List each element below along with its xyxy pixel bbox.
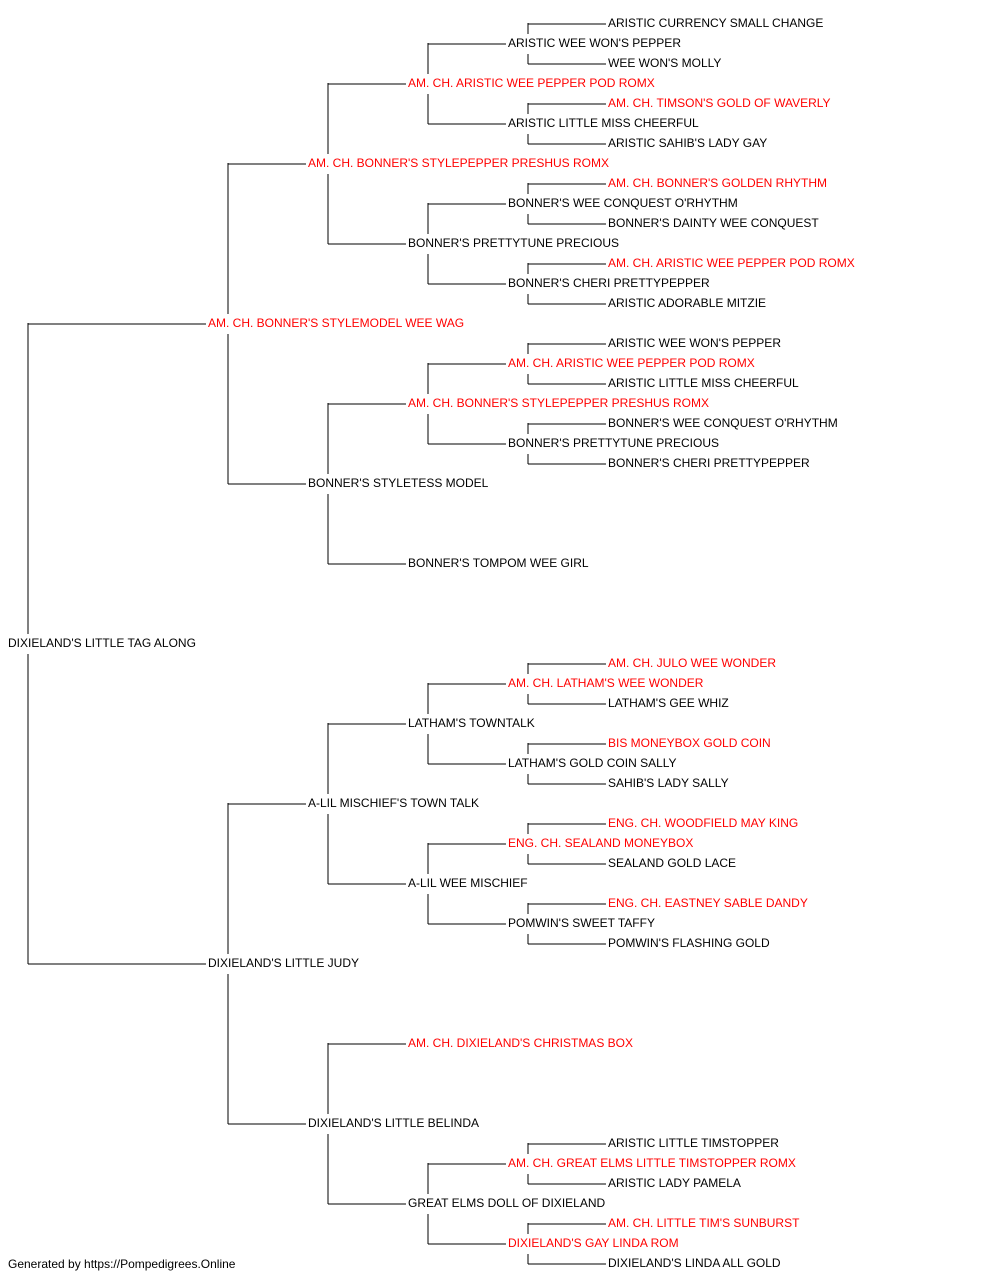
dog-name[interactable]: ARISTIC WEE WON'S PEPPER <box>608 336 781 350</box>
champion-dog-name[interactable]: ENG. CH. SEALAND MONEYBOX <box>508 836 693 850</box>
dog-name[interactable]: BONNER'S CHERI PRETTYPEPPER <box>508 276 710 290</box>
dog-name[interactable]: SAHIB'S LADY SALLY <box>608 776 729 790</box>
champion-dog-name[interactable]: AM. CH. ARISTIC WEE PEPPER POD ROMX <box>608 256 855 270</box>
dog-name[interactable]: ARISTIC ADORABLE MITZIE <box>608 296 766 310</box>
champion-dog-name[interactable]: AM. CH. BONNER'S STYLEPEPPER PRESHUS ROM… <box>408 396 709 410</box>
dog-name[interactable]: A-LIL WEE MISCHIEF <box>408 876 528 890</box>
champion-dog-name[interactable]: DIXIELAND'S GAY LINDA ROM <box>508 1236 679 1250</box>
dog-name[interactable]: BONNER'S DAINTY WEE CONQUEST <box>608 216 819 230</box>
dog-name[interactable]: BONNER'S WEE CONQUEST O'RHYTHM <box>508 196 738 210</box>
dog-name[interactable]: ARISTIC LITTLE TIMSTOPPER <box>608 1136 779 1150</box>
champion-dog-name[interactable]: ENG. CH. EASTNEY SABLE DANDY <box>608 896 808 910</box>
dog-name[interactable]: POMWIN'S FLASHING GOLD <box>608 936 770 950</box>
dog-name[interactable]: BONNER'S PRETTYTUNE PRECIOUS <box>508 436 719 450</box>
dog-name[interactable]: DIXIELAND'S LITTLE BELINDA <box>308 1116 479 1130</box>
dog-name[interactable]: ARISTIC LITTLE MISS CHEERFUL <box>608 376 799 390</box>
dog-name[interactable]: LATHAM'S TOWNTALK <box>408 716 535 730</box>
footer-credit: Generated by https://Pompedigrees.Online <box>8 1257 236 1271</box>
dog-name[interactable]: SEALAND GOLD LACE <box>608 856 736 870</box>
champion-dog-name[interactable]: AM. CH. ARISTIC WEE PEPPER POD ROMX <box>408 76 655 90</box>
champion-dog-name[interactable]: AM. CH. ARISTIC WEE PEPPER POD ROMX <box>508 356 755 370</box>
dog-name[interactable]: A-LIL MISCHIEF'S TOWN TALK <box>308 796 479 810</box>
dog-name[interactable]: ARISTIC SAHIB'S LADY GAY <box>608 136 767 150</box>
dog-name[interactable]: LATHAM'S GOLD COIN SALLY <box>508 756 677 770</box>
dog-name[interactable]: GREAT ELMS DOLL OF DIXIELAND <box>408 1196 605 1210</box>
champion-dog-name[interactable]: AM. CH. DIXIELAND'S CHRISTMAS BOX <box>408 1036 633 1050</box>
champion-dog-name[interactable]: AM. CH. TIMSON'S GOLD OF WAVERLY <box>608 96 831 110</box>
dog-name[interactable]: DIXIELAND'S LITTLE JUDY <box>208 956 359 970</box>
champion-dog-name[interactable]: ENG. CH. WOODFIELD MAY KING <box>608 816 798 830</box>
champion-dog-name[interactable]: AM. CH. JULO WEE WONDER <box>608 656 776 670</box>
dog-name[interactable]: BONNER'S PRETTYTUNE PRECIOUS <box>408 236 619 250</box>
champion-dog-name[interactable]: AM. CH. LATHAM'S WEE WONDER <box>508 676 704 690</box>
dog-name[interactable]: WEE WON'S MOLLY <box>608 56 721 70</box>
dog-name[interactable]: DIXIELAND'S LINDA ALL GOLD <box>608 1256 781 1270</box>
dog-name[interactable]: LATHAM'S GEE WHIZ <box>608 696 729 710</box>
dog-name[interactable]: BONNER'S TOMPOM WEE GIRL <box>408 556 589 570</box>
dog-name[interactable]: ARISTIC CURRENCY SMALL CHANGE <box>608 16 823 30</box>
dog-name[interactable]: BONNER'S STYLETESS MODEL <box>308 476 489 490</box>
dog-name[interactable]: ARISTIC LADY PAMELA <box>608 1176 741 1190</box>
dog-name[interactable]: BONNER'S WEE CONQUEST O'RHYTHM <box>608 416 838 430</box>
dog-name[interactable]: ARISTIC WEE WON'S PEPPER <box>508 36 681 50</box>
champion-dog-name[interactable]: AM. CH. GREAT ELMS LITTLE TIMSTOPPER ROM… <box>508 1156 796 1170</box>
champion-dog-name[interactable]: BIS MONEYBOX GOLD COIN <box>608 736 771 750</box>
dog-name[interactable]: BONNER'S CHERI PRETTYPEPPER <box>608 456 810 470</box>
dog-name[interactable]: ARISTIC LITTLE MISS CHEERFUL <box>508 116 699 130</box>
champion-dog-name[interactable]: AM. CH. BONNER'S STYLEMODEL WEE WAG <box>208 316 464 330</box>
champion-dog-name[interactable]: AM. CH. BONNER'S GOLDEN RHYTHM <box>608 176 827 190</box>
dog-name[interactable]: POMWIN'S SWEET TAFFY <box>508 916 655 930</box>
champion-dog-name[interactable]: AM. CH. BONNER'S STYLEPEPPER PRESHUS ROM… <box>308 156 609 170</box>
dog-name[interactable]: DIXIELAND'S LITTLE TAG ALONG <box>8 636 196 650</box>
champion-dog-name[interactable]: AM. CH. LITTLE TIM'S SUNBURST <box>608 1216 800 1230</box>
